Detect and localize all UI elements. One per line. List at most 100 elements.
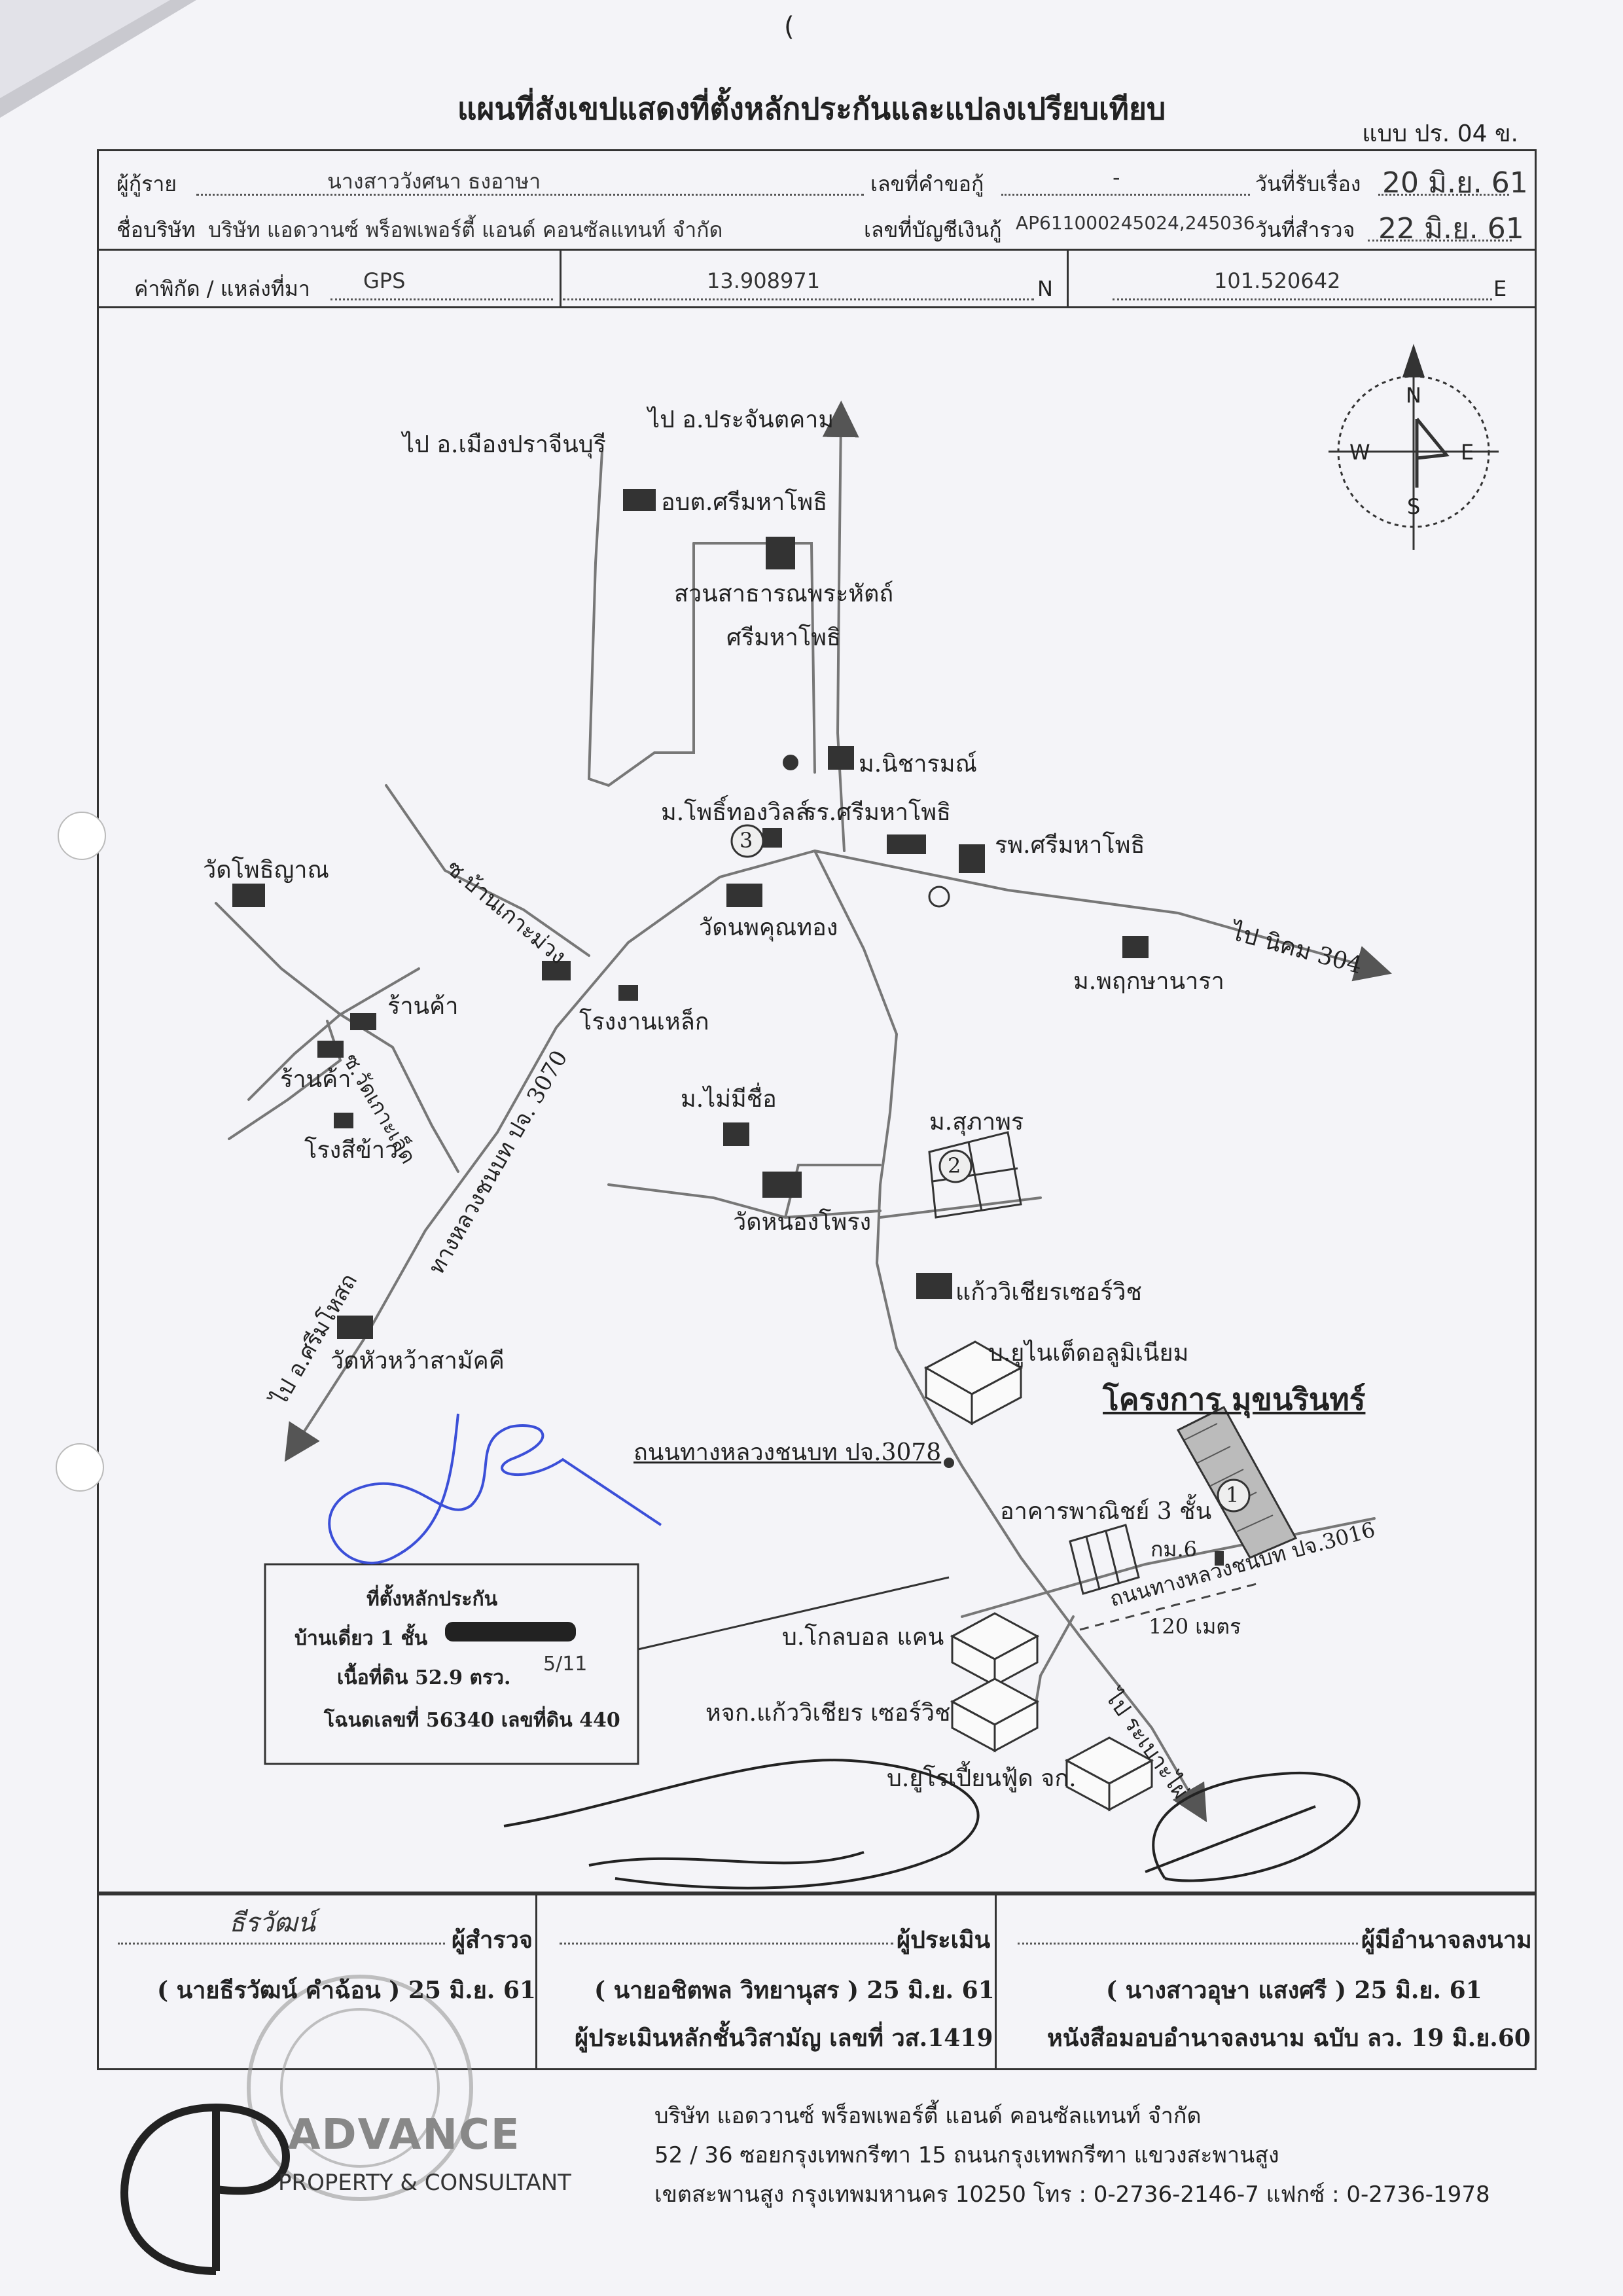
wat-phothiyan-icon bbox=[232, 884, 265, 907]
label-rice-mill: โรงสีข้าว bbox=[304, 1137, 399, 1164]
applicant-value: นางสาววังศนา ธงอาษา bbox=[327, 169, 541, 194]
commercial-building bbox=[1069, 1524, 1140, 1595]
united-aluminium-building bbox=[923, 1340, 1024, 1426]
wat-hua-wa-icon bbox=[337, 1316, 373, 1339]
compass-w: W bbox=[1349, 440, 1370, 465]
shop-2-icon bbox=[317, 1041, 344, 1058]
surveyor-name: ( นายธีรวัฒน์ คำฉ้อน ) 25 มิ.ย. 61 bbox=[157, 1977, 536, 2004]
label-park-2: ศรีมหาโพธิ bbox=[726, 624, 841, 651]
latitude-unit: N bbox=[1037, 276, 1053, 301]
collateral-line3: โฉนดเลขที่ 56340 เลขที่ดิน 440 bbox=[324, 1709, 620, 1732]
phruksa-icon bbox=[1122, 936, 1149, 958]
label-kaew-wichian-ltd: หจก.แก้ววิเชียร เซอร์วิช bbox=[705, 1700, 951, 1727]
hospital-icon bbox=[959, 844, 985, 873]
ville-icon bbox=[762, 828, 782, 848]
compass-n: N bbox=[1406, 383, 1421, 408]
brand-name: ADVANCE bbox=[288, 2111, 521, 2159]
label-to-prachantakham: ไป อ.ประจันตคาม bbox=[648, 406, 834, 433]
soi-ban-ko-muang bbox=[385, 784, 590, 957]
brand-subtitle: PROPERTY & CONSULTANT bbox=[278, 2170, 571, 2196]
label-shop-1: ร้านค้า bbox=[387, 993, 459, 1020]
label-mai-mi-chue: ม.ไม่มีชื่อ bbox=[681, 1086, 777, 1113]
page-title: แผนที่สังเขปแสดงที่ตั้งหลักประกันและแปลง… bbox=[457, 91, 1166, 126]
surveyor-label: ผู้สำรวจ bbox=[452, 1926, 533, 1954]
label-wat-phukhunthong: วัดนพคุณทอง bbox=[699, 914, 838, 941]
surveyor-handwriting: ธีรวัฒน์ bbox=[229, 1908, 315, 1938]
collateral-leader-line bbox=[637, 1576, 950, 1651]
rice-mill-icon bbox=[334, 1113, 353, 1128]
account-label: เลขที่บัญชีเงินกู้ bbox=[864, 217, 1002, 242]
label-school: รร.ศรีมหาโพธิ bbox=[804, 799, 952, 826]
road-to-prachinburi bbox=[587, 450, 695, 787]
appraiser-license: ผู้ประเมินหลักชั้นวิสามัญ เลขที่ วส.1419 bbox=[575, 2024, 993, 2052]
authorized-doc: หนังสือมอบอำนาจลงนาม ฉบับ ลว. 19 มิ.ย.60 bbox=[1047, 2024, 1531, 2052]
label-commercial: อาคารพาณิชย์ 3 ชั้น bbox=[1000, 1498, 1212, 1525]
kaew-wichian-ltd-building bbox=[950, 1677, 1040, 1753]
marker-3: 3 bbox=[740, 828, 753, 853]
label-global-can: บ.โกลบอล แคน bbox=[782, 1624, 944, 1651]
survey-date-value: 22 มิ.ย. 61 bbox=[1378, 212, 1524, 245]
advance-logo bbox=[120, 2104, 290, 2275]
obt-icon bbox=[623, 489, 656, 511]
account-value: AP611000245024,245036 bbox=[1016, 212, 1255, 234]
label-euro-food: บ.ยูโรเปี้ยนฟู้ด จก. bbox=[887, 1765, 1077, 1792]
park-icon bbox=[766, 537, 795, 569]
received-date-label: วันที่รับเรื่อง bbox=[1255, 171, 1361, 196]
footer-address2: เขตสะพานสูง กรุงเทพมหานคร 10250 โทร : 0-… bbox=[654, 2181, 1490, 2208]
appraiser-label: ผู้ประเมิน bbox=[897, 1926, 991, 1954]
marker-1-circle bbox=[1217, 1479, 1251, 1513]
signature-bottom-divider bbox=[97, 2068, 1537, 2070]
surveyor-signature bbox=[503, 1759, 980, 1890]
wat-phukhunthong-icon bbox=[726, 884, 762, 907]
label-wat-phothiyan: วัดโพธิญาณ bbox=[203, 857, 329, 884]
survey-date-label: วันที่สำรวจ bbox=[1255, 217, 1355, 242]
compass-e: E bbox=[1461, 440, 1474, 465]
applicant-label: ผู้กู้ราย bbox=[116, 171, 177, 196]
nicharom-icon bbox=[828, 746, 854, 770]
label-road-3078: ถนนทางหลวงชนบท ปจ.3078 bbox=[633, 1439, 942, 1466]
marker-2: 2 bbox=[948, 1153, 961, 1178]
collateral-box bbox=[264, 1563, 639, 1765]
longitude: 101.520642 bbox=[1214, 268, 1341, 293]
label-hospital: รพ.ศรีมหาโพธิ bbox=[995, 832, 1145, 859]
label-km6: กม.6 bbox=[1150, 1537, 1197, 1562]
latitude: 13.908971 bbox=[707, 268, 821, 293]
label-phruksa-nara: ม.พฤกษานารา bbox=[1073, 968, 1224, 995]
junction-dot bbox=[944, 1458, 954, 1468]
roundabout-icon bbox=[928, 886, 950, 908]
received-date-value: 20 มิ.ย. 61 bbox=[1382, 166, 1528, 200]
road-3016 bbox=[961, 1517, 1376, 1618]
coord-source: GPS bbox=[363, 268, 406, 293]
label-kaew-wichian: แก้ววิเชียรเซอร์วิช bbox=[955, 1279, 1142, 1306]
longitude-unit: E bbox=[1493, 276, 1507, 301]
label-pho-thong-ville: ม.โพธิ์ทองวิลล์ bbox=[661, 799, 810, 826]
label-steel-factory: โรงงานเหล็ก bbox=[579, 1009, 709, 1035]
kaew-wichian-icon bbox=[916, 1273, 952, 1299]
marker-2-circle bbox=[938, 1149, 972, 1183]
compass-s: S bbox=[1407, 494, 1421, 519]
road-nikhom-304 bbox=[813, 850, 1392, 982]
euro-food-building bbox=[1064, 1736, 1154, 1812]
road-to-prachantakham bbox=[822, 401, 859, 852]
label-suphaphon: ม.สุภาพร bbox=[929, 1109, 1024, 1136]
footer-address1: 52 / 36 ซอยกรุงเทพกรีฑา 15 ถนนกรุงเทพกรี… bbox=[654, 2142, 1279, 2168]
fuel-icon bbox=[783, 755, 798, 770]
collateral-line1: บ้านเดี่ยว 1 ชั้น bbox=[294, 1627, 428, 1650]
authorized-name: ( นางสาวอุษา แสงศรี ) 25 มิ.ย. 61 bbox=[1106, 1977, 1482, 2004]
footer-company: บริษัท แอดวานซ์ พร็อพเพอร์ตี้ แอนด์ คอนซ… bbox=[654, 2103, 1202, 2129]
label-to-prachinburi: ไป อ.เมืองปราจีนบุรี bbox=[402, 431, 606, 458]
label-shop-2: ร้านค้า bbox=[280, 1066, 351, 1093]
km6-marker-icon bbox=[1215, 1551, 1224, 1566]
collateral-line2: เนื้อที่ดิน 52.9 ตรว. bbox=[337, 1666, 511, 1689]
marker-1: 1 bbox=[1226, 1482, 1240, 1507]
road-3078 bbox=[813, 850, 1207, 1823]
label-united-aluminium: บ.ยูไนเต็ดอลูมิเนียม bbox=[988, 1340, 1189, 1367]
steel-factory-shed-icon bbox=[542, 961, 571, 980]
company-stamp bbox=[247, 1975, 473, 2201]
label-nicharom: ม.นิชารมณ์ bbox=[859, 751, 977, 778]
steel-factory-icon bbox=[618, 985, 638, 1001]
punch-hole-bottom bbox=[56, 1443, 104, 1492]
company-value: บริษัท แอดวานซ์ พร็อพเพอร์ตี้ แอนด์ คอนซ… bbox=[208, 217, 723, 242]
collateral-title: ที่ตั้งหลักประกัน bbox=[366, 1588, 498, 1611]
